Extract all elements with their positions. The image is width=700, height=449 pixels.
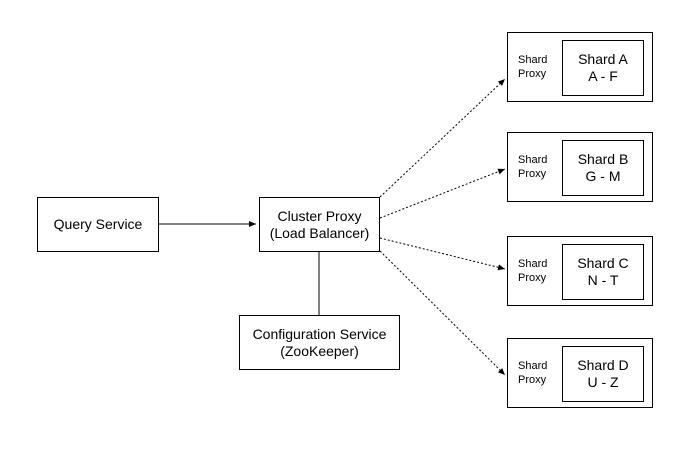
arrow-cluster-to-shard-d: [379, 250, 506, 376]
shard-c-box: Shard C N - T: [562, 244, 644, 300]
shard-group-a: Shard Proxy Shard A A - F: [507, 32, 653, 102]
shard-proxy-label-b: Shard Proxy: [518, 154, 548, 180]
configuration-service-box: Configuration Service (ZooKeeper): [239, 315, 400, 370]
shard-proxy-label-d: Shard Proxy: [518, 360, 548, 386]
shard-a-name: Shard A: [578, 51, 628, 67]
arrow-cluster-to-shard-a: [379, 78, 506, 198]
shard-group-b: Shard Proxy Shard B G - M: [507, 132, 653, 202]
configuration-service-sublabel: (ZooKeeper): [280, 342, 359, 359]
shard-proxy-label-a: Shard Proxy: [518, 54, 548, 80]
shard-b-box: Shard B G - M: [562, 140, 644, 196]
shard-a-range: A - F: [588, 68, 618, 84]
shard-d-name: Shard D: [577, 357, 629, 373]
shard-d-box: Shard D U - Z: [562, 346, 644, 402]
query-service-box: Query Service: [37, 197, 159, 252]
shard-group-c: Shard Proxy Shard C N - T: [507, 236, 653, 306]
arrow-cluster-to-shard-b: [379, 168, 506, 219]
arrow-cluster-to-shard-c: [379, 237, 506, 271]
configuration-service-label: Configuration Service: [252, 325, 387, 342]
shard-b-name: Shard B: [577, 151, 629, 167]
shard-b-range: G - M: [585, 168, 621, 184]
cluster-proxy-label: Cluster Proxy: [277, 207, 362, 224]
shard-proxy-label-c: Shard Proxy: [518, 258, 548, 284]
shard-d-range: U - Z: [587, 374, 619, 390]
shard-c-name: Shard C: [577, 255, 629, 271]
cluster-proxy-box: Cluster Proxy (Load Balancer): [259, 197, 380, 252]
shard-c-range: N - T: [587, 272, 619, 288]
query-service-label: Query Service: [53, 216, 143, 232]
shard-group-d: Shard Proxy Shard D U - Z: [507, 338, 653, 408]
shard-a-box: Shard A A - F: [562, 40, 644, 96]
cluster-proxy-sublabel: (Load Balancer): [269, 224, 370, 241]
